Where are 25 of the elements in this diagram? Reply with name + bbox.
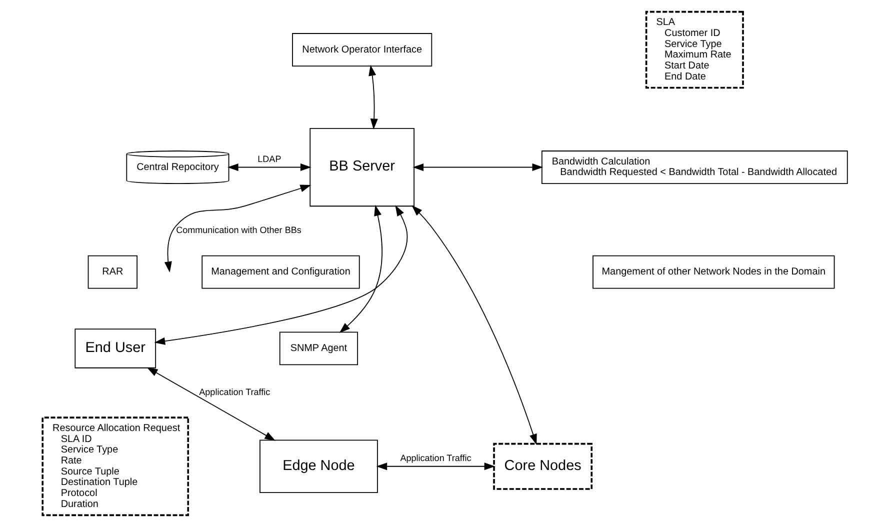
node-box: Network Operator Interface: [292, 33, 432, 66]
arrow: [376, 462, 495, 470]
node-box: Mangement of other Network Nodes in the Domain: [592, 255, 834, 289]
node-box: Edge Node: [259, 440, 378, 494]
edge-label: LDAP: [257, 154, 281, 164]
arrow: [164, 184, 311, 272]
node-box: RAR: [87, 255, 137, 289]
node-box: SNMP Agent: [278, 332, 358, 366]
node-box: SLA Customer ID Service Type Maximum Rate Start Date End Date: [644, 10, 744, 89]
arrow: [154, 205, 408, 345]
arrow: [368, 64, 378, 130]
arrow: [411, 205, 536, 445]
arrow: [412, 163, 543, 172]
node-box: BB Server: [309, 128, 414, 207]
node-box: Resource Allocation Request SLA ID Service Type Rate Source Tuple Destination Tuple Protocol Duration: [41, 416, 189, 516]
arrow: [146, 367, 276, 441]
node-box: Management and Configuration: [201, 255, 360, 289]
edge-label: Application Traffic: [198, 386, 270, 397]
node-box: Bandwidth Calculation Bandwidth Requested < Bandwidth Total - Bandwidth Allocated: [540, 150, 848, 184]
node-box: End User: [74, 328, 156, 368]
arrow: [226, 163, 311, 172]
arrow: [338, 204, 382, 333]
edge-label: Communication with Other BBs: [176, 225, 301, 236]
edge-label: Application Traffic: [400, 452, 471, 463]
node-box: Core Nodes: [492, 442, 592, 490]
